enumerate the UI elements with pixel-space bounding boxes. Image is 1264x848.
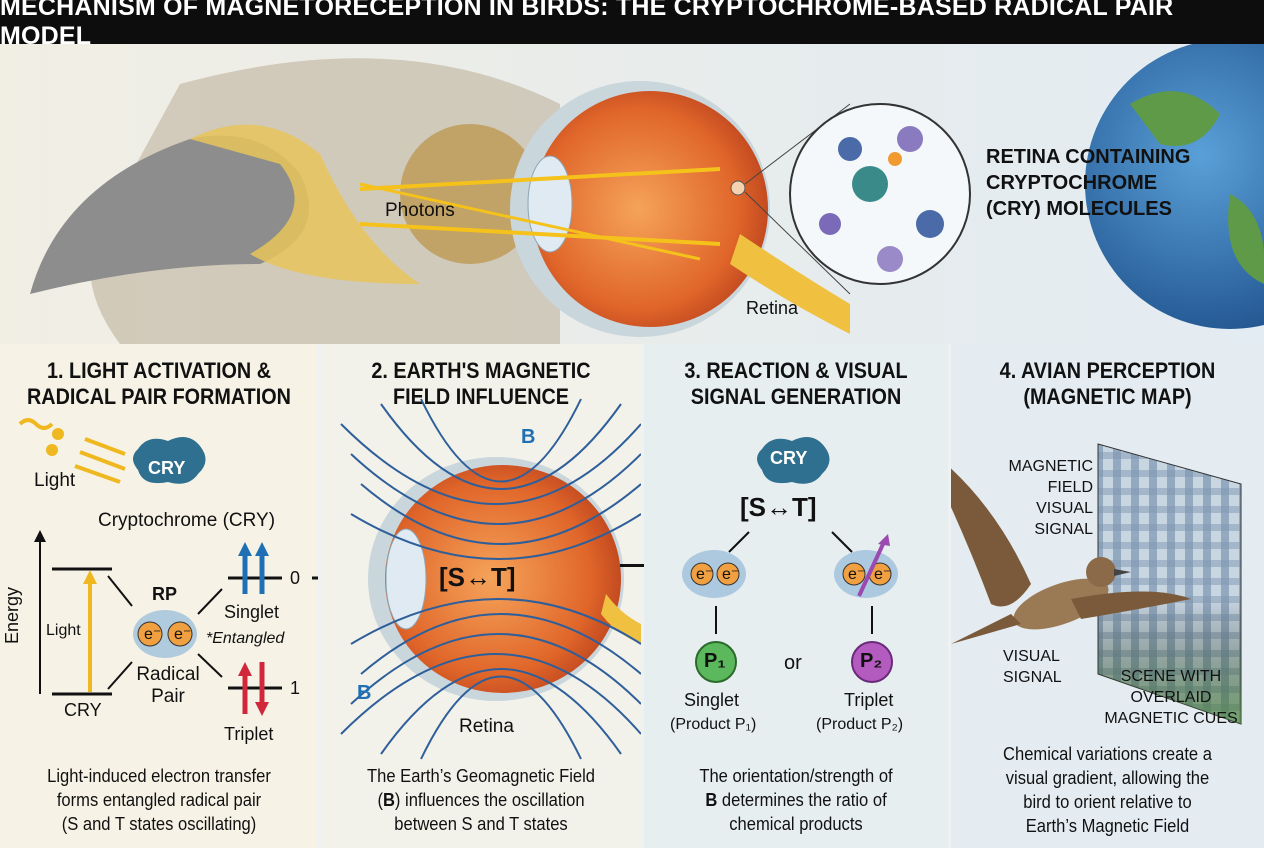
p2-label: P₂ xyxy=(860,650,883,672)
electron-label: e⁻ xyxy=(848,566,866,583)
reaction-diagram xyxy=(682,437,898,683)
singlet-arrows-icon xyxy=(242,554,265,594)
cry-molecules xyxy=(819,126,944,272)
electron-label: e⁻ xyxy=(174,626,192,643)
product-p2-icon xyxy=(851,641,893,683)
electron-label: e⁻ xyxy=(696,566,714,583)
energy-axis-label: Energy xyxy=(2,586,22,644)
entangled-label: *Entangled xyxy=(206,630,285,647)
callout-line: RETINA CONTAINING xyxy=(986,146,1191,168)
singlet-label: Singlet xyxy=(684,690,740,710)
panel-heading: 4. AVIAN PERCEPTION(MAGNETIC MAP) xyxy=(999,358,1216,409)
triplet-arrows-icon xyxy=(242,662,265,714)
lens xyxy=(527,155,573,253)
beak xyxy=(30,135,309,294)
triplet-label: Triplet xyxy=(224,724,274,744)
cere xyxy=(190,124,420,285)
retina-spot xyxy=(730,180,746,196)
cry-molecule-icon xyxy=(133,437,206,484)
singlet-label: Singlet xyxy=(224,602,280,622)
b-field-label: B xyxy=(357,682,372,704)
panel-avian-perception: 4. AVIAN PERCEPTION(MAGNETIC MAP) MAGNET… xyxy=(951,344,1264,848)
singlet-triplet-state: [S↔T] xyxy=(740,492,817,522)
radical-pair-diagram xyxy=(18,418,318,716)
panel-description: The Earth’s Geomagnetic Field(B) influen… xyxy=(367,766,595,834)
hero-illustration: Photons Retina RETINA CONTAINING CRYPTOC… xyxy=(0,39,1264,345)
lens xyxy=(385,528,427,630)
callout-line: CRYPTOCHROME xyxy=(986,172,1158,194)
b-field-label: B xyxy=(521,426,536,448)
electron-label: e⁻ xyxy=(722,566,740,583)
cryptochrome-label: Cryptochrome (CRY) xyxy=(98,510,276,531)
optic-nerve xyxy=(730,234,850,334)
singlet-triplet-state: [S↔T] xyxy=(439,562,516,592)
light-rays-icon xyxy=(18,418,126,484)
earth-globe xyxy=(1085,39,1264,329)
level-0-label: 0 xyxy=(290,568,301,588)
bird-eye-illustration xyxy=(30,39,1264,345)
electron-label: e⁻ xyxy=(144,626,162,643)
page-title: MECHANISM OF MAGNETORECEPTION IN BIRDS: … xyxy=(0,0,1264,50)
triplet-product-label: (Product P₂) xyxy=(816,716,904,733)
cry-molecule-icon xyxy=(757,437,830,484)
photon-ray xyxy=(359,167,721,191)
bird-perception-illustration xyxy=(951,443,1242,725)
cry-ground-label: CRY xyxy=(64,700,102,720)
panel-light-activation: 1. LIGHT ACTIVATION &RADICAL PAIR FORMAT… xyxy=(0,344,318,848)
electron-label: e⁻ xyxy=(874,566,892,583)
cry-badge: CRY xyxy=(770,448,808,468)
singlet-product-label: (Product P₁) xyxy=(670,716,757,733)
retina-label: Retina xyxy=(746,298,799,318)
retina-label: Retina xyxy=(459,716,514,737)
magnetic-field-lines xyxy=(340,398,641,760)
spin-flip-icon xyxy=(857,541,886,597)
p1-label: P₁ xyxy=(704,650,726,672)
photon-ray xyxy=(359,182,701,261)
photon-ray xyxy=(359,222,721,246)
level-1-label: 1 xyxy=(290,678,301,698)
or-label: or xyxy=(784,652,802,674)
triplet-label: Triplet xyxy=(844,690,894,710)
panel-heading: 1. LIGHT ACTIVATION &RADICAL PAIR FORMAT… xyxy=(26,358,291,409)
rp-label: RP xyxy=(152,584,178,604)
eye-field-diagram xyxy=(340,398,641,760)
light-label: Light xyxy=(34,470,76,491)
photons-label: Photons xyxy=(385,200,455,221)
callout-line: (CRY) MOLECULES xyxy=(986,198,1172,220)
flow-arrow xyxy=(620,564,660,567)
continents xyxy=(1130,91,1264,284)
product-p1-icon xyxy=(695,641,737,683)
cry-badge: CRY xyxy=(148,458,186,478)
bird-icon xyxy=(951,468,1191,644)
eye-interior xyxy=(532,91,768,327)
light-arrow-label: Light xyxy=(46,622,81,639)
callout-label: RETINA CONTAINING CRYPTOCHROME (CRY) MOL… xyxy=(986,144,1190,222)
